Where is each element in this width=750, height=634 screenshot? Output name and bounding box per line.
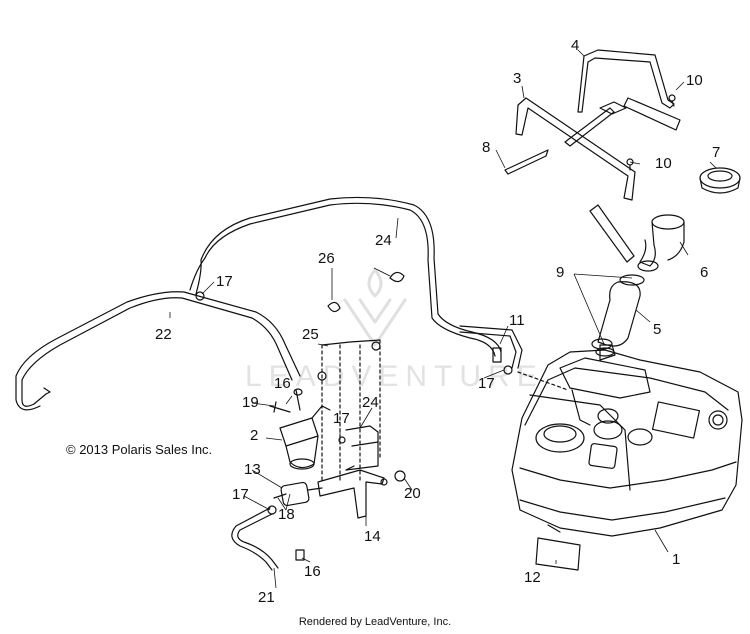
vent-line-24 — [204, 202, 496, 357]
callout-13: 13 — [244, 461, 261, 478]
callout-6: 6 — [700, 264, 709, 281]
copyright-text: © 2013 Polaris Sales Inc. — [66, 442, 213, 457]
callout-21: 21 — [258, 589, 275, 606]
connector-dash — [517, 371, 569, 391]
vent-line-11 — [459, 331, 517, 369]
strap-pad — [623, 97, 681, 131]
footer-credit: Rendered by LeadVenture, Inc. — [298, 616, 452, 628]
filler-hose-5 — [591, 274, 645, 357]
callout-22: 22 — [155, 326, 172, 343]
bracket-23 — [345, 425, 379, 471]
nut-20 — [394, 470, 406, 482]
callout-23: 24 — [362, 394, 379, 411]
callout-11: 11 — [509, 312, 525, 329]
callout-24: 24 — [375, 232, 392, 249]
fuel-tank — [511, 344, 743, 537]
callout-10-upper: 10 — [686, 72, 703, 89]
strap-pad-8 — [504, 149, 549, 175]
fuel-hose-21 — [237, 513, 279, 569]
callout-12: 12 — [524, 569, 541, 586]
callout-18: 18 — [278, 506, 295, 523]
tank-strap-4 — [577, 49, 675, 113]
watermark-logo — [343, 268, 407, 347]
callout-1: 1 — [672, 551, 681, 568]
label-plate — [535, 537, 581, 571]
callout-19: 19 — [242, 394, 259, 411]
callout-9: 9 — [556, 264, 565, 281]
callout-25: 25 — [302, 326, 319, 343]
callout-14: 14 — [364, 528, 381, 545]
callout-8: 8 — [482, 139, 491, 156]
callout-20: 20 — [404, 485, 421, 502]
tank-strap-3 — [515, 97, 636, 201]
callout-10-lower: 10 — [655, 155, 672, 172]
callout-5: 5 — [653, 321, 662, 338]
bracket-dash-25 — [321, 339, 381, 483]
callout-7: 7 — [712, 144, 721, 161]
callout-17-right: 17 — [478, 375, 495, 392]
strap-pad — [599, 101, 627, 115]
callout-2: 2 — [250, 427, 259, 444]
callout-17-upper: 17 — [216, 273, 233, 290]
callout-17-lower: 17 — [232, 486, 249, 503]
callout-16: 16 — [304, 563, 321, 580]
callout-3: 3 — [513, 70, 522, 87]
strap-pad — [564, 107, 615, 147]
callout-15: 16 — [274, 375, 291, 392]
strap-pad — [589, 204, 635, 263]
callout-17-mid: 17 — [333, 410, 350, 427]
filler-neck-6 — [637, 214, 685, 272]
leader-lines — [169, 49, 717, 589]
vent-line-22 — [21, 297, 293, 407]
callout-4: 4 — [571, 37, 580, 54]
bracket-14 — [317, 469, 385, 519]
clamp-26 — [389, 271, 405, 283]
fuel-pump-13 — [273, 481, 323, 507]
bolt-10 — [626, 94, 676, 171]
fitting-16 — [295, 549, 305, 561]
callout-26: 26 — [318, 250, 335, 267]
fuel-cap-7 — [699, 167, 741, 194]
fuel-filter-2 — [279, 405, 331, 470]
